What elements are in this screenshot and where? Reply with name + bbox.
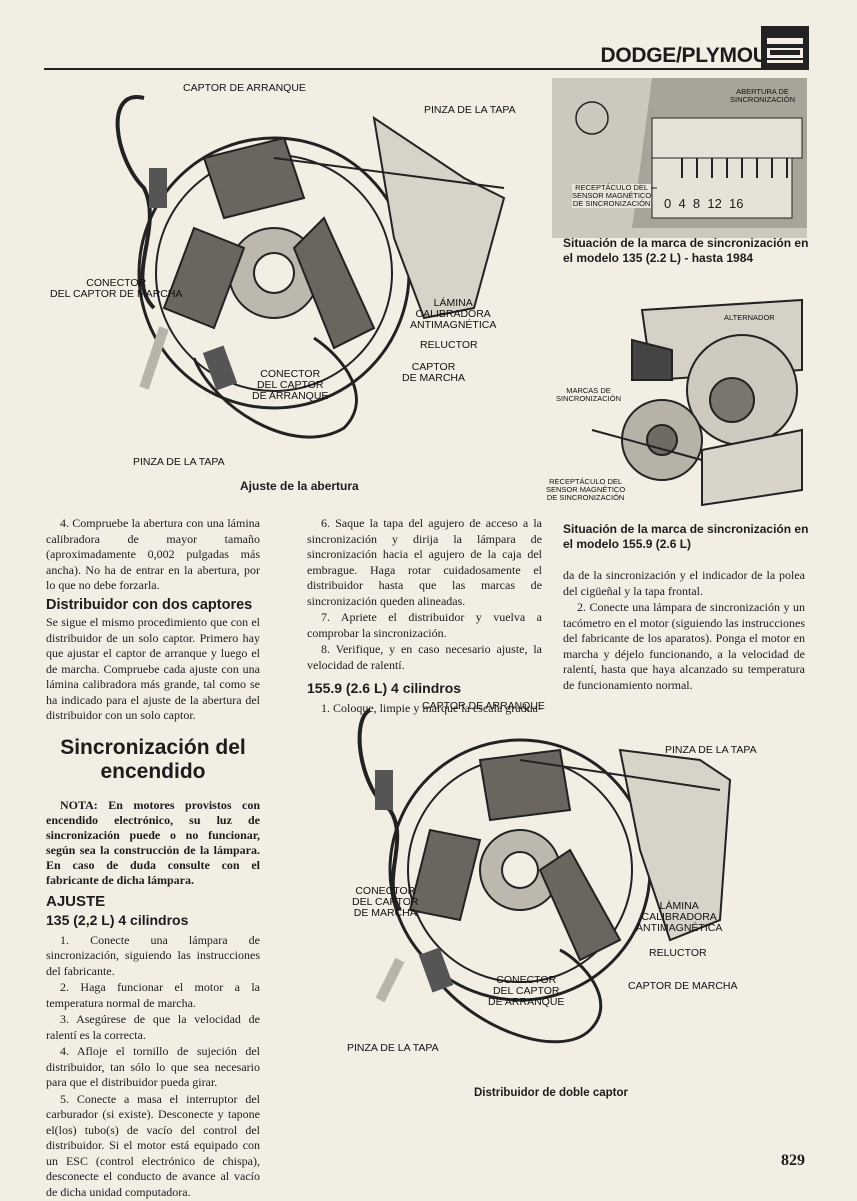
fig3-label-alternador: ALTERNADOR [724, 313, 775, 322]
fig4-caption: Distribuidor de doble captor [474, 1087, 628, 1099]
col2-step-7: 7. Apriete el distribuidor y vuelva a co… [307, 610, 542, 640]
heading-135: 135 (2,2 L) 4 cilindros [46, 912, 189, 928]
column-3: da de la sincronización y el indicador d… [563, 568, 805, 694]
col3-continuation: da de la sincronización y el indicador d… [563, 568, 805, 598]
col1-step-4b: 4. Afloje el tornillo de sujeción del di… [46, 1044, 260, 1089]
figure-dual-pickup-distributor [330, 700, 800, 1070]
page-number: 829 [781, 1152, 805, 1169]
fig2-label-receptaculo: RECEPTÁCULO DEL SENSOR MAGNÉTICO DE SINC… [572, 183, 652, 208]
fig1-label-pinza-tapa-bottom: PINZA DE LA TAPA [133, 456, 225, 468]
column-1: 4. Compruebe la abertura con una lámina … [46, 516, 260, 1201]
header-rule [44, 68, 804, 70]
heading-155: 155.9 (2.6 L) 4 cilindros [307, 680, 462, 696]
fig1-label-captor-arranque: CAPTOR DE ARRANQUE [183, 82, 306, 94]
car-icon [761, 26, 809, 70]
fig3-label-receptaculo: RECEPTÁCULO DEL SENSOR MAGNÉTICO DE SINC… [546, 477, 626, 502]
col3-step-2: 2. Conecte una lámpara de sincronización… [563, 600, 805, 692]
figure-timing-mark-155 [552, 290, 807, 515]
col1-step-2: 2. Haga funcionar el motor a la temperat… [46, 980, 260, 1010]
fig1-caption: Ajuste de la abertura [240, 479, 359, 493]
fig1-label-pinza-tapa-top: PINZA DE LA TAPA [424, 104, 516, 116]
heading-distribuidor-dos-captores: Distribuidor con dos captores [46, 596, 253, 613]
fig2-caption: Situación de la marca de sincronización … [563, 236, 809, 265]
fig3-label-marcas: MARCAS DE SINCRONIZACIÓN [556, 386, 622, 403]
fig1-label-conector-arranque: CONECTOR DEL CAPTOR DE ARRANQUE [252, 368, 329, 402]
fig1-label-captor-marcha: CAPTOR DE MARCHA [402, 361, 466, 384]
fig4-label-captor-marcha: CAPTOR DE MARCHA [628, 980, 738, 992]
heading-sincronizacion: Sincronización del encendido [60, 735, 246, 783]
fig4-label-conector-marcha: CONECTOR DEL CAPTOR DE MARCHA [352, 885, 419, 919]
fig4-label-lamina: LÁMINA CALIBRADORA ANTIMAGNÉTICA [636, 900, 723, 934]
column-2: 6. Saque la tapa del agujero de acceso a… [307, 516, 542, 717]
fig4-label-captor-arranque: CAPTOR DE ARRANQUE [422, 700, 545, 712]
fig3-caption: Situación de la marca de sincronización … [563, 522, 809, 551]
fig1-label-conector-marcha: CONECTOR DEL CAPTOR DE MARCHA [50, 277, 183, 300]
col1-step-4: 4. Compruebe la abertura con una lámina … [46, 516, 260, 592]
fig2-label-abertura: ABERTURA DE SINCRONIZACIÓN [730, 87, 796, 104]
fig4-label-conector-arranque: CONECTOR DEL CAPTOR DE ARRANQUE [488, 974, 565, 1008]
col1-nota: NOTA: En motores provistos con encendido… [46, 797, 260, 887]
fig1-label-reluctor: RELUCTOR [420, 339, 478, 351]
fig4-label-reluctor: RELUCTOR [649, 947, 707, 959]
col1-step-1: 1. Conecte una lámpara de sincronización… [46, 932, 260, 978]
fig4-label-pinza-tapa-bottom: PINZA DE LA TAPA [347, 1042, 439, 1054]
fig1-label-lamina: LÁMINA CALIBRADORA ANTIMAGNÉTICA [410, 297, 497, 331]
figure-timing-mark-135 [552, 78, 807, 238]
col1-dist-paragraph: Se sigue el mismo procedimiento que con … [46, 615, 260, 722]
fig4-label-pinza-tapa-top: PINZA DE LA TAPA [665, 744, 757, 756]
col2-step-1: 1. Coloque, limpie y marque la escala gr… [321, 700, 542, 715]
header-brand: DODGE/PLYMOUTH [600, 44, 795, 67]
figure-gap-adjustment [44, 78, 544, 498]
col1-step-3: 3. Asegúrese de que la velocidad de rale… [46, 1012, 260, 1042]
heading-ajuste: AJUSTE [46, 892, 106, 910]
col1-step-5: 5. Conecte a masa el interruptor del car… [46, 1091, 260, 1199]
col2-step-8: 8. Verifique, y en caso necesario ajuste… [307, 642, 542, 672]
fig2-scale: 0 4 8 12 16 [664, 196, 744, 211]
col2-step-6: 6. Saque la tapa del agujero de acceso a… [307, 516, 542, 608]
